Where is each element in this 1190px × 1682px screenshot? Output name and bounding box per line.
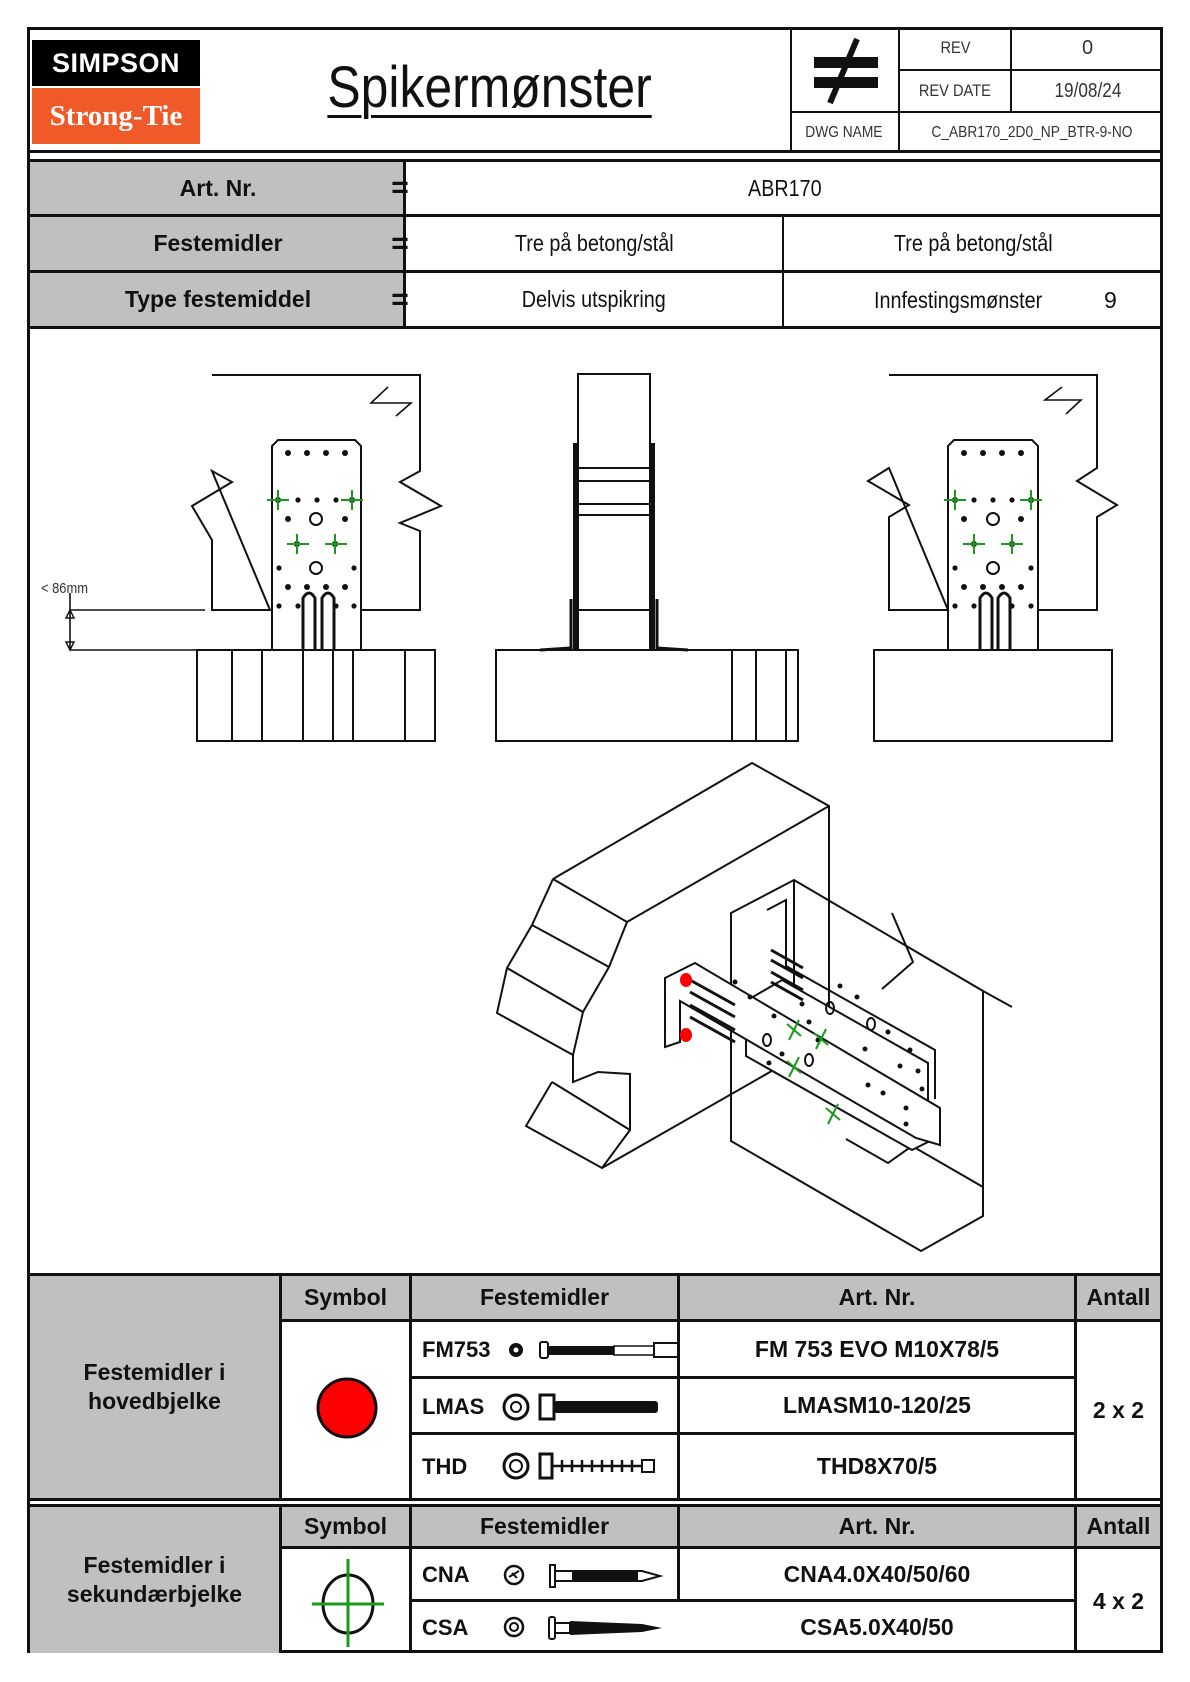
logo: SIMPSON Strong-Tie bbox=[32, 40, 200, 144]
break-symbol bbox=[368, 386, 414, 417]
primary-group-label: Festemidler i hovedbjelke bbox=[30, 1276, 282, 1498]
equals-sign: = bbox=[391, 171, 409, 204]
page-title: Spikermønster bbox=[250, 42, 730, 132]
primary-fastener-table bbox=[27, 1273, 1163, 1276]
main-beam-section bbox=[196, 649, 436, 742]
info-label-festemidler: Festemidler = bbox=[30, 217, 409, 273]
equals-sign: = bbox=[391, 282, 409, 316]
isometric-view bbox=[495, 761, 1013, 1253]
art-nr-lmas: LMASM10-120/25 bbox=[680, 1379, 1077, 1435]
dwg-name-value: C_ABR170_2D0_NP_BTR-9-NO bbox=[930, 124, 1133, 141]
art-nr-thd: THD8X70/5 bbox=[680, 1435, 1077, 1498]
header-count-2: Antall bbox=[1077, 1507, 1160, 1549]
secondary-beam-outline bbox=[190, 374, 444, 611]
info-value-festemidler-1: Tre på betong/stål bbox=[406, 217, 784, 273]
green-fastener-marks bbox=[786, 1019, 841, 1125]
header-fasteners-2: Festemidler bbox=[412, 1507, 680, 1549]
front-view-left bbox=[64, 374, 444, 742]
equals-sign: = bbox=[391, 226, 409, 260]
dimension-lines bbox=[69, 593, 205, 651]
header-separator bbox=[27, 159, 1163, 162]
red-dot-icon bbox=[316, 1377, 378, 1439]
art-nr-fm753: FM 753 EVO M10X78/5 bbox=[680, 1322, 1077, 1379]
symbol-cell bbox=[790, 27, 900, 113]
fastener-row-thd: THD bbox=[412, 1435, 680, 1498]
wood-screw-icon bbox=[503, 1616, 662, 1640]
front-view-right bbox=[866, 374, 1119, 742]
concrete-screw-icon bbox=[502, 1452, 655, 1480]
art-nr-csa: CSA5.0X40/50 bbox=[680, 1602, 1077, 1653]
rev-value: 0 bbox=[1012, 27, 1163, 71]
header-symbol-2: Symbol bbox=[282, 1507, 412, 1549]
pattern-number: 9 bbox=[1104, 287, 1117, 313]
sheet-frame bbox=[27, 27, 1163, 1653]
header-fasteners: Festemidler bbox=[412, 1276, 680, 1322]
crosshair-circle-icon bbox=[312, 1559, 384, 1647]
ring-nail-icon bbox=[503, 1564, 664, 1588]
header-count: Antall bbox=[1077, 1276, 1160, 1322]
fastener-row-cna: CNA bbox=[412, 1549, 680, 1602]
info-label-type: Type festemiddel = bbox=[30, 273, 409, 329]
info-value-type-1: Delvis utspikring bbox=[406, 273, 784, 329]
rev-label: REV bbox=[900, 27, 1012, 71]
table-separator bbox=[27, 1498, 1163, 1501]
rev-date-label: REV DATE bbox=[900, 71, 1012, 113]
page-title-text: Spikermønster bbox=[327, 54, 653, 120]
title-block bbox=[790, 27, 1163, 153]
rev-date-value: 19/08/24 bbox=[1012, 71, 1163, 113]
logo-simpson: SIMPSON bbox=[32, 40, 200, 86]
hex-screw-icon bbox=[502, 1393, 658, 1421]
primary-count: 2 x 2 bbox=[1092, 1396, 1145, 1423]
not-equal-icon bbox=[814, 37, 878, 105]
dwg-name-label: DWG NAME bbox=[790, 113, 900, 153]
header-art-nr-2: Art. Nr. bbox=[680, 1507, 1077, 1549]
info-value-type-2: Innfestingsmønster 9 bbox=[784, 273, 1163, 329]
dimension-label: < 86mm bbox=[41, 580, 88, 597]
secondary-symbol-cell bbox=[282, 1549, 412, 1653]
hanger-plate bbox=[271, 439, 362, 650]
side-view bbox=[495, 373, 799, 742]
fastener-row-csa: CSA bbox=[412, 1602, 680, 1653]
header bbox=[27, 27, 1163, 153]
red-fastener-marks bbox=[680, 973, 692, 1042]
anchor-bolt-icon bbox=[509, 1341, 679, 1359]
info-value-art-nr: ABR170 bbox=[406, 162, 1163, 217]
fastener-row-fm753: FM753 bbox=[412, 1322, 680, 1379]
nail-holes-view1 bbox=[275, 450, 357, 609]
info-value-festemidler-2: Tre på betong/stål bbox=[784, 217, 1163, 273]
secondary-count: 4 x 2 bbox=[1092, 1587, 1145, 1614]
header-symbol: Symbol bbox=[282, 1276, 412, 1322]
primary-symbol-cell bbox=[282, 1322, 412, 1498]
secondary-group-label: Festemidler i sekundærbjelke bbox=[30, 1507, 282, 1653]
slot-holes bbox=[301, 591, 336, 650]
art-nr-cna: CNA4.0X40/50/60 bbox=[680, 1549, 1077, 1602]
logo-strong-tie: Strong-Tie bbox=[32, 88, 200, 144]
header-art-nr: Art. Nr. bbox=[680, 1276, 1077, 1322]
fastener-row-lmas: LMAS bbox=[412, 1379, 680, 1435]
green-nail-marks-view1 bbox=[267, 490, 363, 554]
info-label-art-nr: Art. Nr. = bbox=[30, 162, 409, 217]
pattern-label: Innfestingsmønster bbox=[874, 287, 1043, 313]
